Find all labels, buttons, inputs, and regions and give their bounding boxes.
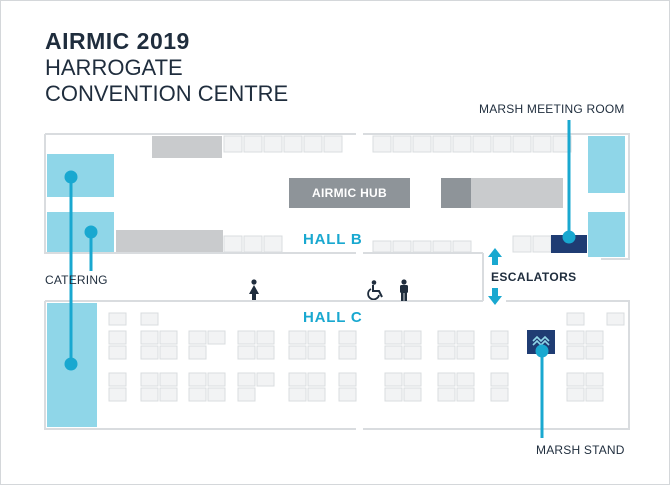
title-line-2: HARROGATE — [45, 55, 183, 80]
escalators-label: ESCALATORS — [491, 270, 577, 284]
hall-b-blocks — [116, 136, 563, 252]
hall-c-booths — [108, 312, 625, 402]
catering-areas — [47, 136, 625, 427]
catering-label: CATERING — [45, 273, 108, 287]
marsh-meeting-room-block — [551, 235, 587, 253]
marsh-meeting-room-label: MARSH MEETING ROOM — [479, 102, 625, 116]
hall-c-label: HALL C — [303, 309, 363, 326]
hall-b-label: HALL B — [303, 231, 363, 248]
title-line-1: AIRMIC 2019 — [45, 28, 190, 54]
title-line-3: CONVENTION CENTRE — [45, 81, 289, 106]
map-title: AIRMIC 2019 HARROGATE CONVENTION CENTRE — [45, 27, 288, 107]
marsh-stand-label: MARSH STAND — [536, 443, 625, 457]
male-toilet-icon — [400, 279, 408, 301]
marsh-meeting-room-pointer — [562, 120, 576, 244]
escalator-up-arrow-icon — [488, 248, 502, 265]
building-outline — [44, 133, 630, 430]
catering-pointers — [64, 170, 98, 371]
accessible-toilet-icon — [367, 280, 383, 300]
hall-b-booths — [223, 135, 572, 253]
escalator-down-arrow-icon — [488, 288, 502, 305]
airmic-hub-label: AIRMIC HUB — [289, 178, 410, 208]
female-toilet-icon — [249, 279, 259, 300]
marsh-stand-pointer — [535, 344, 549, 438]
